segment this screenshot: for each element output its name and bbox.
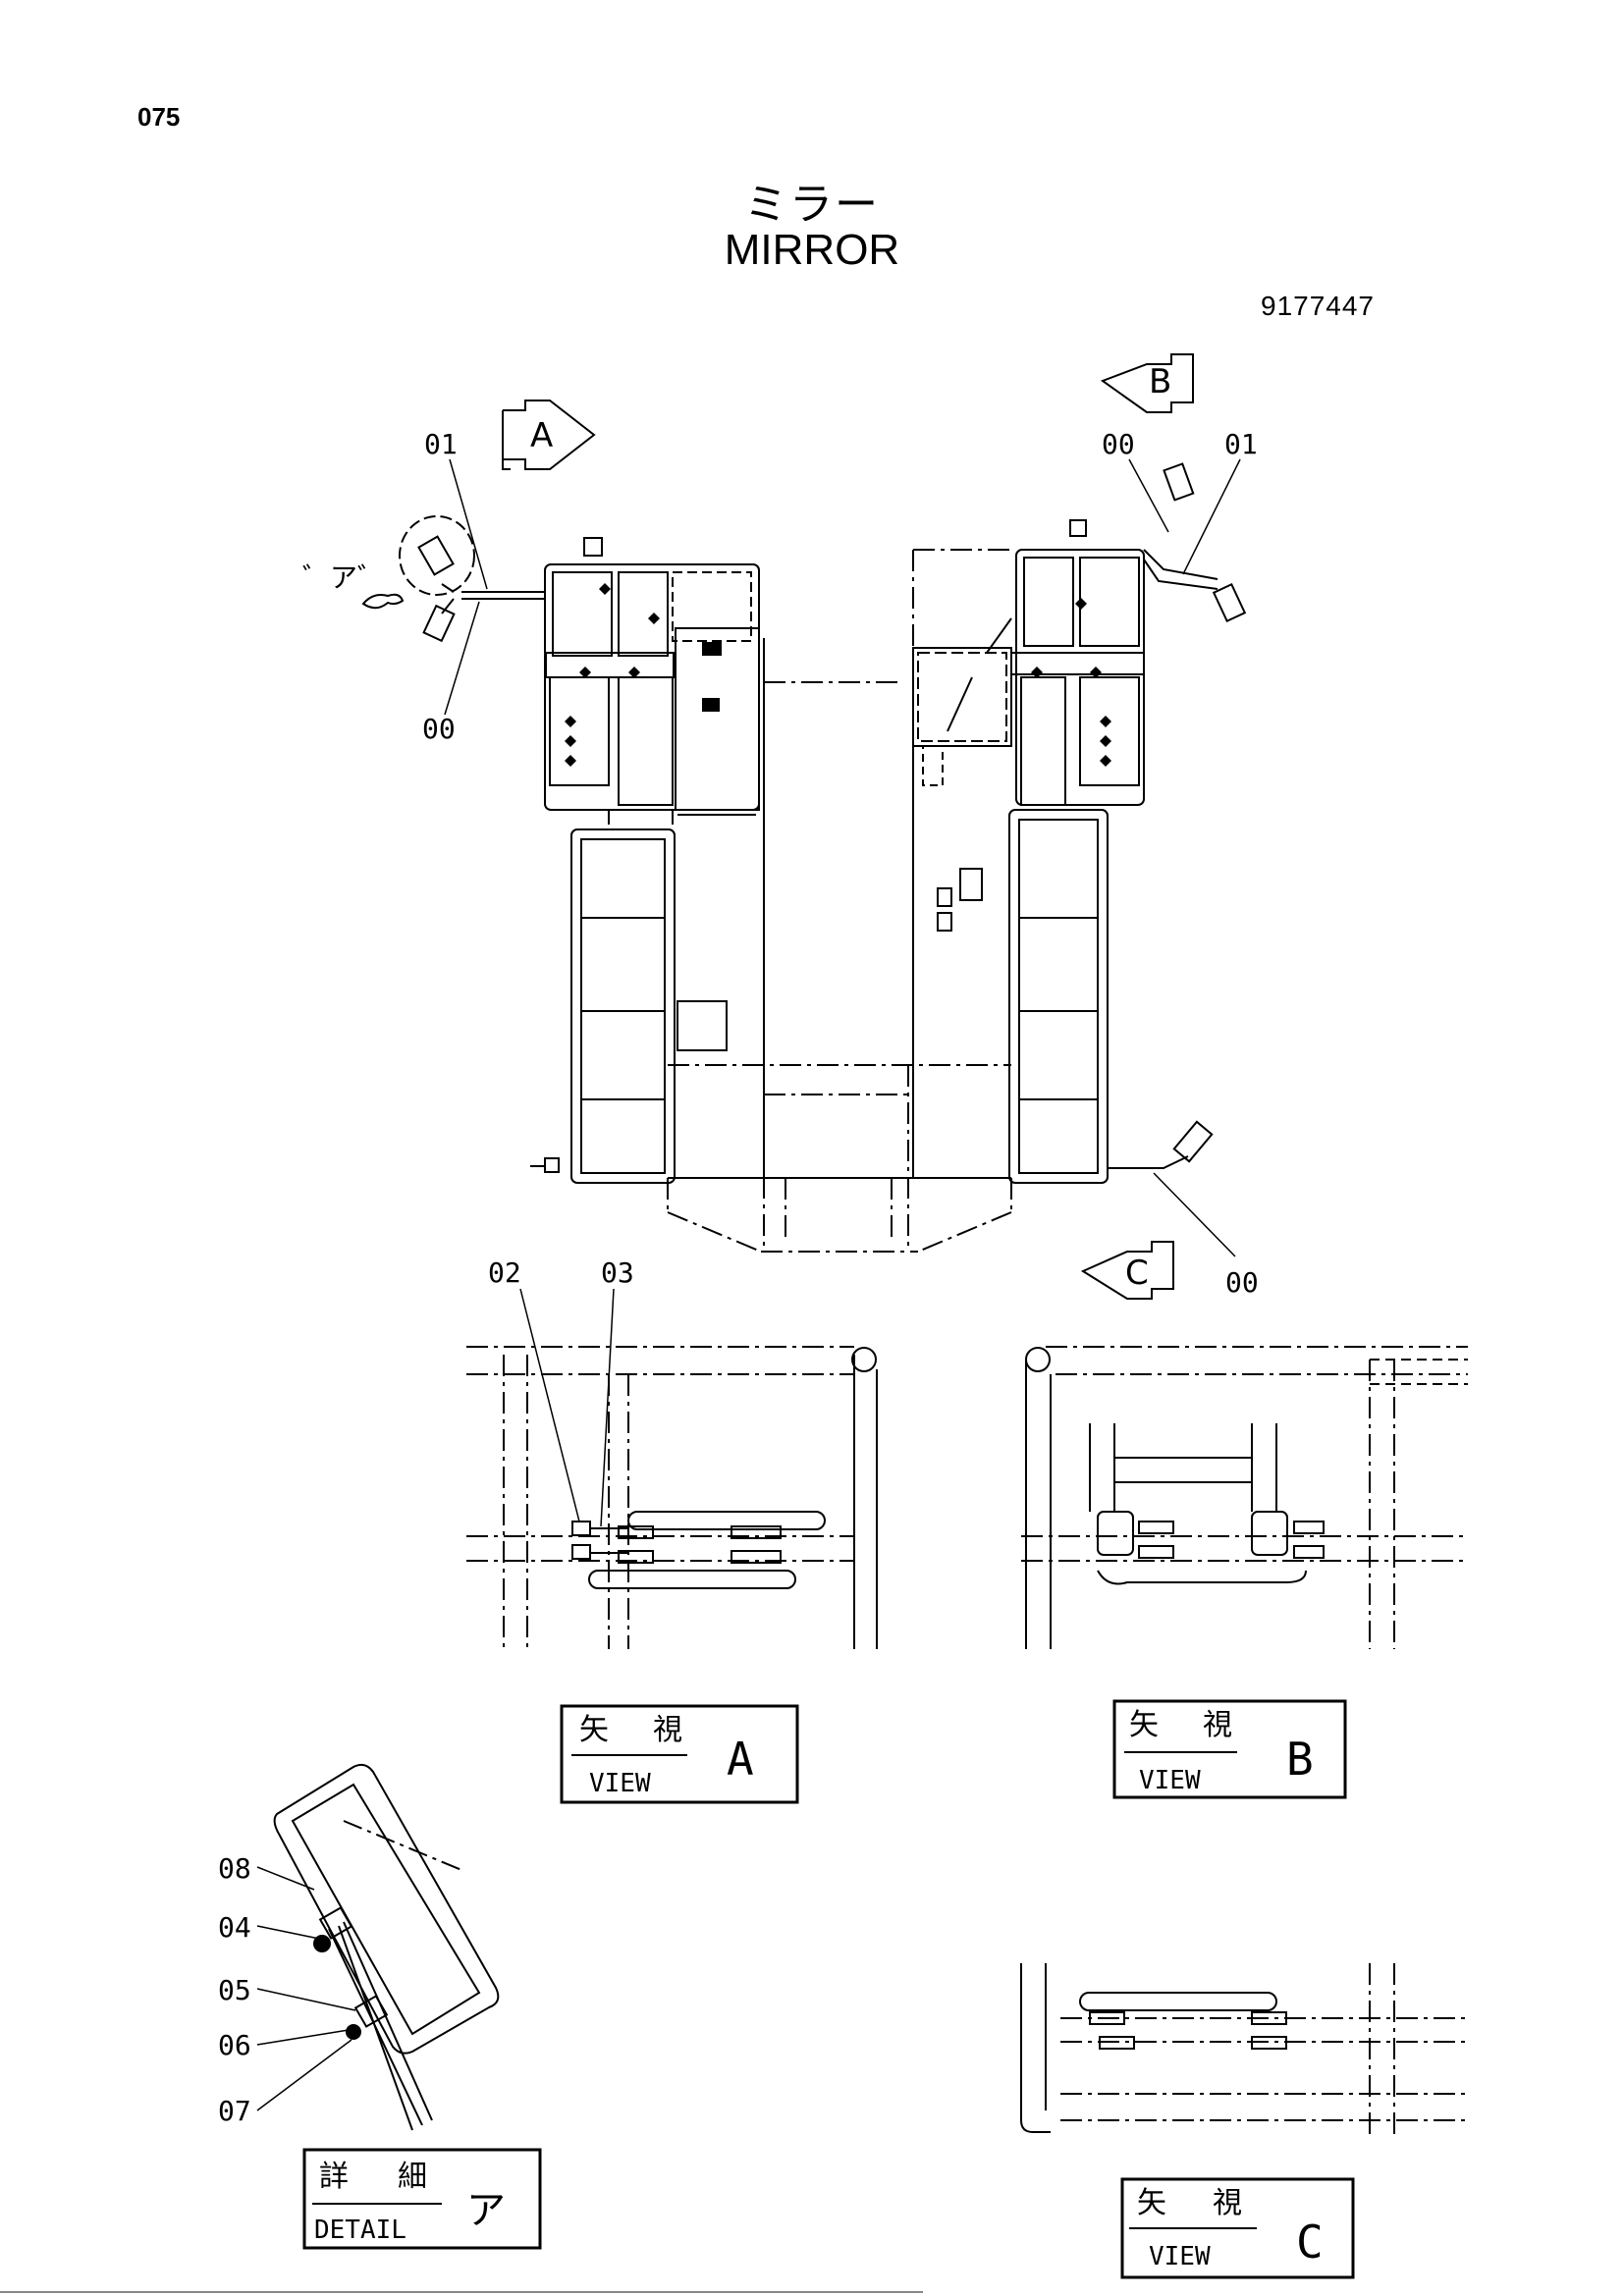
title-japanese: ミラー [744, 180, 880, 230]
svg-text:B: B [1149, 362, 1171, 401]
svg-text:視: 視 [1203, 1708, 1232, 1742]
svg-text:DETAIL: DETAIL [314, 2216, 406, 2245]
callout-01-right: 01 [1224, 428, 1258, 460]
callout-06: 06 [218, 2029, 251, 2061]
svg-text:A: A [530, 416, 553, 455]
svg-text:矢: 矢 [1137, 2186, 1166, 2220]
callout-00-right: 00 [1102, 428, 1135, 460]
svg-text:細: 細 [398, 2160, 427, 2194]
callout-01-left: 01 [424, 428, 458, 460]
callout-08: 08 [218, 1852, 251, 1885]
title-english: MIRROR [724, 226, 900, 274]
svg-text:VIEW: VIEW [1149, 2242, 1211, 2271]
svg-text:A: A [727, 1733, 754, 1786]
svg-text:矢: 矢 [579, 1713, 609, 1747]
svg-text:視: 視 [653, 1713, 682, 1747]
detail-drawing: 08 04 05 06 07 [218, 1763, 500, 2131]
callout-00-left: 00 [422, 713, 456, 745]
drawing-number: 9177447 [1261, 291, 1376, 321]
view-b-label-box: 矢 視 VIEW B [1112, 1699, 1347, 1799]
svg-text:詳: 詳 [319, 2160, 349, 2194]
view-c-label-box: 矢 視 VIEW C [1120, 2177, 1355, 2279]
detail-label-box: 詳 細 DETAIL ア [302, 2148, 542, 2250]
callout-02: 02 [488, 1256, 521, 1289]
view-b-drawing [1021, 1346, 1468, 1649]
svg-text:C: C [1296, 2216, 1324, 2269]
view-a-drawing: 02 03 [466, 1256, 878, 1649]
svg-text:矢: 矢 [1129, 1708, 1159, 1742]
callout-00-bottom: 00 [1225, 1266, 1259, 1299]
page-number: 075 [137, 102, 181, 132]
view-arrow-b: B [1100, 353, 1194, 413]
view-arrow-c: C [1080, 1241, 1174, 1300]
view-arrow-a: A [502, 400, 596, 470]
detail-marker: ゛ア゛ [302, 561, 385, 594]
main-top-view [361, 462, 1247, 1253]
callout-05: 05 [218, 1974, 251, 2006]
svg-text:C: C [1125, 1254, 1149, 1293]
callout-03: 03 [601, 1256, 634, 1289]
svg-text:VIEW: VIEW [1139, 1766, 1201, 1795]
svg-text:B: B [1286, 1733, 1314, 1786]
svg-text:視: 視 [1213, 2186, 1242, 2220]
view-a-label-box: 矢 視 VIEW A [560, 1704, 799, 1804]
main-leaders [444, 458, 1241, 1257]
callout-04: 04 [218, 1911, 251, 1944]
svg-text:VIEW: VIEW [589, 1769, 651, 1798]
callout-07: 07 [218, 2095, 251, 2127]
view-c-drawing [1020, 1963, 1468, 2135]
svg-text:ア: ア [466, 2188, 506, 2233]
